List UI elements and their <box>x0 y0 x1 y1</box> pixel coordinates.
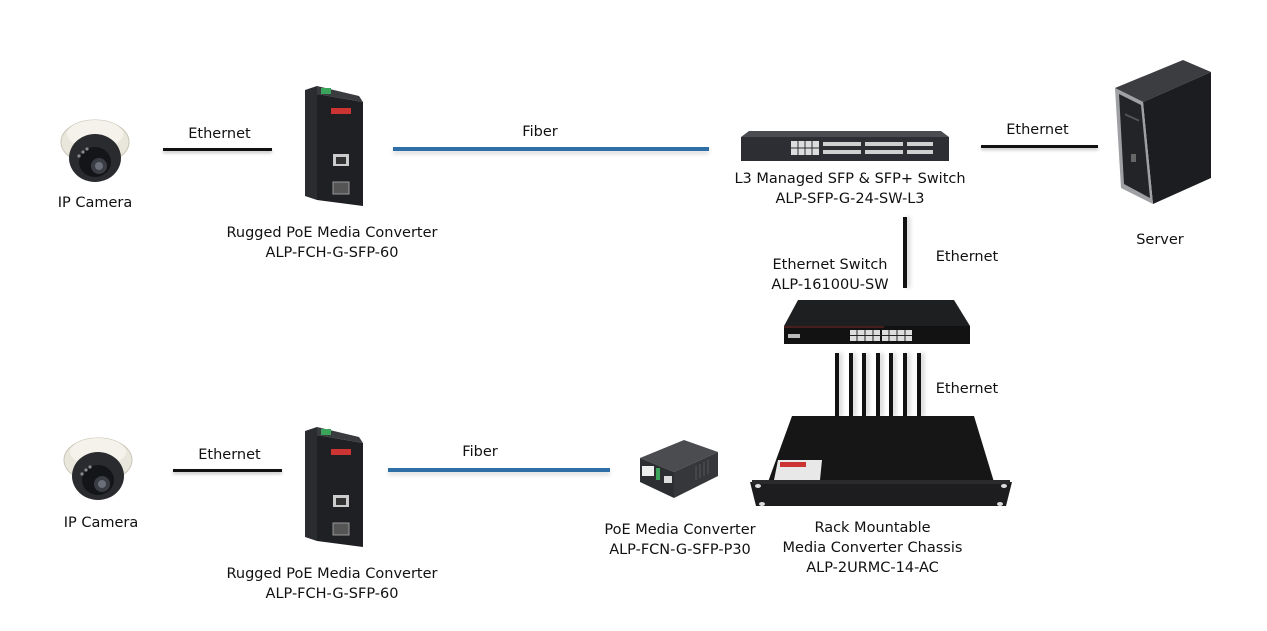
chassis-label-2: Media Converter Chassis <box>782 540 963 556</box>
link-label-ethernet: Ethernet <box>935 381 999 397</box>
ethernet-cable-vertical <box>862 353 867 417</box>
ip-camera-icon <box>63 437 133 500</box>
link-label-ethernet: Ethernet <box>1006 122 1069 138</box>
fiber-cable <box>388 468 610 472</box>
converter-bottom-label-2: ALP-FCH-G-SFP-60 <box>265 586 399 602</box>
link-label-ethernet: Ethernet <box>198 447 261 463</box>
eth-switch-label-2: ALP-16100U-SW <box>771 277 889 293</box>
camera-bottom-label: IP Camera <box>63 515 139 531</box>
link-label-ethernet: Ethernet <box>935 249 999 265</box>
ethernet-cable <box>163 148 272 151</box>
l3-switch-label-2: ALP-SFP-G-24-SW-L3 <box>775 191 925 207</box>
poe-converter-label-2: ALP-FCN-G-SFP-P30 <box>609 542 751 558</box>
ethernet-cable-vertical <box>903 353 907 417</box>
ethernet-cable-vertical <box>916 353 921 417</box>
converter-top-label-1: Rugged PoE Media Converter <box>226 225 438 241</box>
fiber-cable <box>393 147 709 151</box>
ethernet-cable-vertical <box>903 217 907 288</box>
server-label: Server <box>1136 232 1184 248</box>
rugged-media-converter-icon <box>305 86 363 206</box>
ip-camera-icon <box>60 119 130 182</box>
link-label-ethernet: Ethernet <box>188 126 251 142</box>
chassis-label-1: Rack Mountable <box>814 520 931 536</box>
ethernet-cable-vertical <box>875 353 880 417</box>
chassis-label-3: ALP-2URMC-14-AC <box>806 560 939 576</box>
l3-switch-label-1: L3 Managed SFP & SFP+ Switch <box>734 171 966 187</box>
camera-top-label: IP Camera <box>57 195 133 211</box>
converter-top-label-2: ALP-FCH-G-SFP-60 <box>265 245 399 261</box>
ethernet-cable-vertical <box>835 353 839 417</box>
server-tower-icon <box>1115 60 1211 204</box>
ethernet-cable-vertical <box>848 353 853 417</box>
eth-switch-label-1: Ethernet Switch <box>772 257 888 273</box>
rack-switch-icon <box>741 131 949 161</box>
ethernet-switch-icon <box>784 300 970 344</box>
link-label-fiber: Fiber <box>462 444 498 460</box>
converter-bottom-label-1: Rugged PoE Media Converter <box>226 566 438 582</box>
rack-chassis-icon <box>750 416 1012 506</box>
poe-converter-label-1: PoE Media Converter <box>604 522 756 538</box>
link-label-fiber: Fiber <box>522 124 558 140</box>
ethernet-cable <box>981 145 1098 148</box>
desktop-media-converter-icon <box>640 440 718 498</box>
ethernet-cable <box>173 469 282 472</box>
ethernet-cable-vertical <box>889 353 894 417</box>
rugged-media-converter-icon <box>305 427 363 547</box>
